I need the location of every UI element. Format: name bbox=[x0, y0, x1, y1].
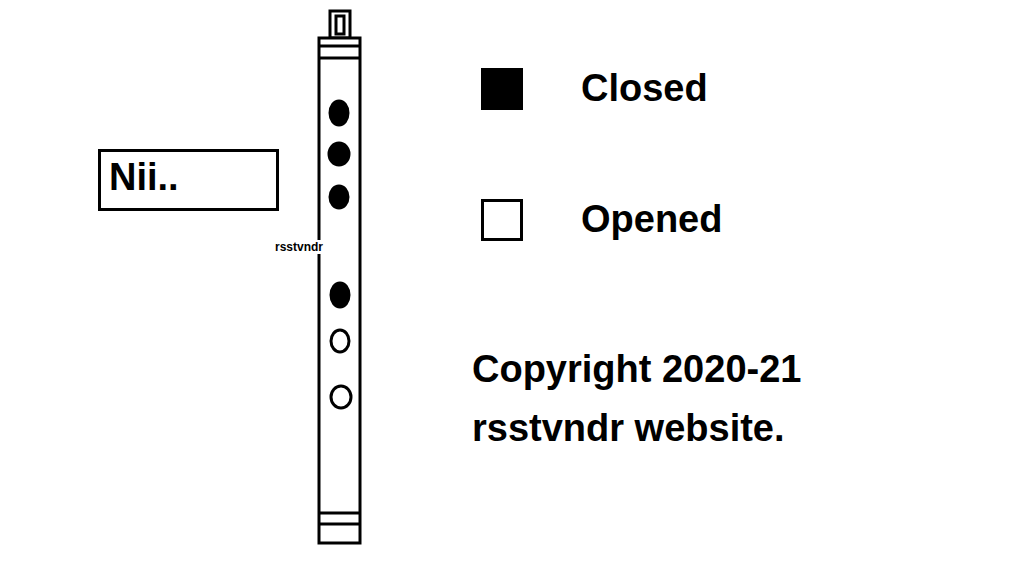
flute-body bbox=[319, 38, 360, 543]
closed-hole bbox=[331, 283, 349, 307]
copyright-note: Copyright 2020-21 rsstvndr website. bbox=[472, 340, 892, 458]
flute-cap-inner bbox=[336, 16, 344, 34]
name-box: Nii.. bbox=[98, 149, 279, 211]
legend-label: Opened bbox=[581, 198, 722, 241]
open-hole bbox=[331, 330, 349, 352]
flute-band bbox=[319, 45, 360, 48]
legend-swatch bbox=[481, 199, 523, 241]
flute-band bbox=[319, 523, 360, 526]
legend-label: Closed bbox=[581, 67, 708, 110]
flute-band bbox=[319, 57, 360, 60]
watermark-label: rsstvndr bbox=[274, 240, 324, 254]
flute-cap bbox=[330, 11, 350, 38]
closed-hole bbox=[330, 101, 348, 125]
note-name: Nii.. bbox=[109, 156, 268, 200]
closed-hole bbox=[329, 143, 349, 165]
flute-band bbox=[319, 512, 360, 515]
legend-swatch bbox=[481, 68, 523, 110]
open-hole bbox=[331, 386, 351, 408]
closed-hole bbox=[330, 186, 348, 208]
